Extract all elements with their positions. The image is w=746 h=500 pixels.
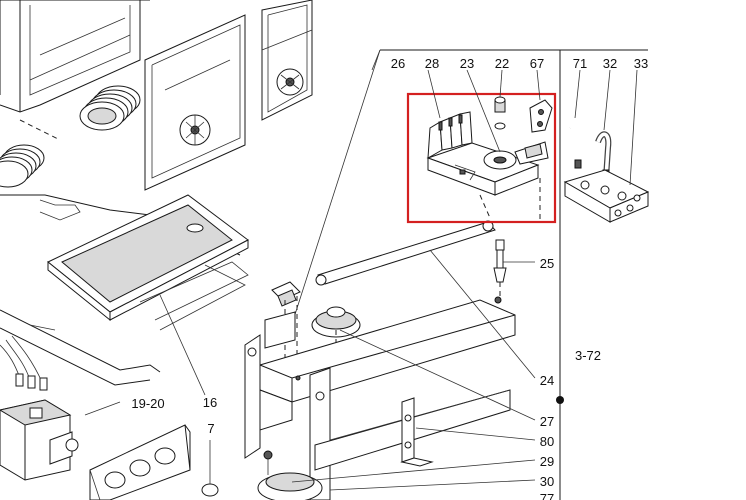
clip-67 — [514, 99, 553, 165]
rear-panel-right — [261, 0, 313, 121]
callout-30: 30 — [540, 474, 554, 489]
callout-23: 23 — [460, 56, 474, 71]
flex-duct-lower — [0, 144, 45, 188]
pressure-switch-disc — [311, 306, 361, 360]
flex-duct-upper — [79, 85, 141, 131]
linkage-arm — [315, 220, 496, 286]
callout-25: 25 — [540, 256, 554, 271]
callout-19-20: 19-20 — [131, 396, 164, 411]
gas-valve-bracket-23 — [426, 111, 540, 196]
callout-71: 71 — [573, 56, 587, 71]
wire-harness — [0, 335, 48, 391]
callout-29: 29 — [540, 454, 554, 469]
drip-tray — [47, 194, 249, 331]
sensor-rod-25 — [493, 239, 507, 302]
hose-71 — [568, 120, 583, 169]
rear-panel-left — [144, 14, 246, 191]
valve-body-22 — [483, 96, 517, 170]
callout-26: 26 — [391, 56, 405, 71]
callout-3-72: 3-72 — [575, 348, 601, 363]
callout-7: 7 — [207, 421, 214, 436]
leader-lines — [84, 69, 638, 491]
cabinet-frame-left — [0, 0, 150, 141]
callout-28: 28 — [425, 56, 439, 71]
bracket-80 — [400, 397, 434, 467]
callout-77: 77 — [540, 491, 554, 500]
callout-bracket-3-72 — [380, 49, 648, 500]
drive-motor — [0, 399, 79, 481]
callout-32: 32 — [603, 56, 617, 71]
callout-22: 22 — [495, 56, 509, 71]
guide-line-26 — [289, 49, 381, 331]
callout-67: 67 — [530, 56, 544, 71]
switch-28 — [264, 281, 301, 360]
manifold-block-33 — [563, 169, 650, 223]
burner-plate — [89, 424, 191, 500]
callout-27: 27 — [540, 414, 554, 429]
callout-33: 33 — [634, 56, 648, 71]
highlight-box — [406, 92, 557, 224]
callout-16: 16 — [203, 395, 217, 410]
sub-assembly-dashed — [479, 178, 541, 220]
callout-80: 80 — [540, 434, 554, 449]
callout-24: 24 — [540, 373, 554, 388]
fitting-7 — [201, 440, 219, 497]
